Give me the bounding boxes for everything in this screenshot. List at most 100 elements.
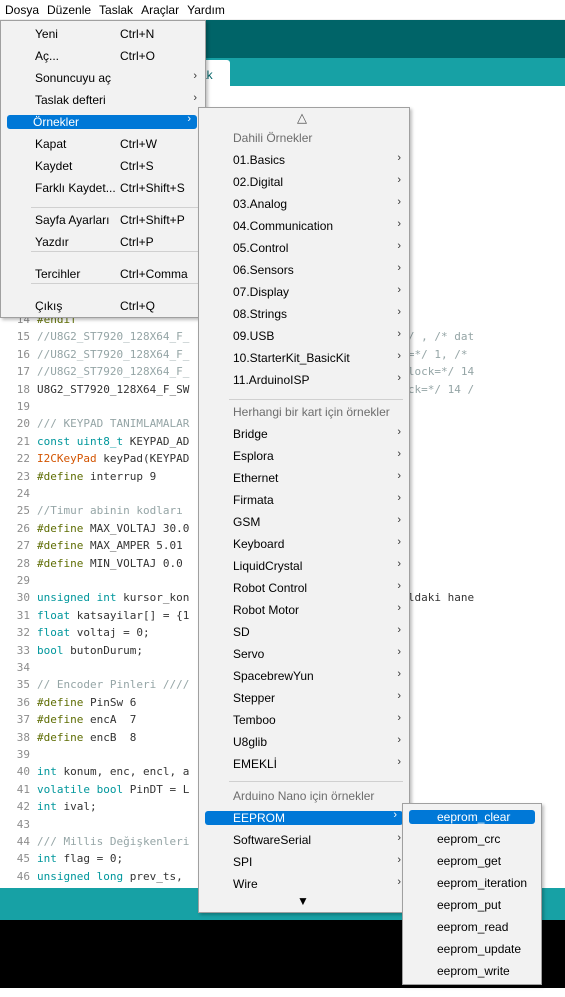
examples-item-u8glib[interactable]: U8glib › [201, 731, 407, 753]
file-menu-item-sonuncuyu-ac[interactable]: Sonuncuyu aç› [3, 67, 203, 89]
examples-item-emekli[interactable]: EMEKLİ› [201, 753, 407, 775]
chevron-right-icon: › [397, 580, 401, 592]
examples-item-10-starterkit-basickit[interactable]: 10.StarterKit_BasicKit› [201, 347, 407, 369]
line-number: 20 [16, 417, 30, 431]
line-number: 35 [16, 678, 30, 692]
examples-item-06-sensors[interactable]: 06.Sensors› [201, 259, 407, 281]
eeprom-item-eeprom-update[interactable]: eeprom_update [409, 938, 535, 960]
examples-item-liquidcrystal[interactable]: LiquidCrystal› [201, 555, 407, 577]
code-token: #define [37, 695, 84, 709]
examples-item-ethernet[interactable]: Ethernet› [201, 467, 407, 489]
menu-dosya[interactable]: Dosya [5, 2, 40, 17]
code-token: prev_ts, [123, 869, 183, 883]
examples-item-servo[interactable]: Servo› [201, 643, 407, 665]
scroll-down-icon[interactable]: ▼ [297, 894, 309, 908]
examples-item-label: EEPROM [233, 811, 286, 825]
examples-item-bridge[interactable]: Bridge› [201, 423, 407, 445]
scroll-up-icon[interactable]: △ [297, 110, 307, 125]
code-token: const uint8_t [37, 434, 124, 448]
eeprom-item-eeprom-clear[interactable]: eeprom_clear [409, 810, 535, 824]
line-number: 30 [16, 591, 30, 605]
eeprom-item-eeprom-get[interactable]: eeprom_get [409, 850, 535, 872]
code-token: volatile bool [37, 782, 124, 796]
examples-item-label: Servo [233, 647, 265, 661]
menu-yardim[interactable]: Yardım [187, 2, 225, 17]
line-number: 15 [16, 330, 30, 344]
examples-item-label: U8glib [233, 735, 268, 749]
file-menu-item-label: Taslak defteri [35, 93, 106, 107]
file-menu-item-taslak-defteri[interactable]: Taslak defteri› [3, 89, 203, 111]
examples-item-08-strings[interactable]: 08.Strings› [201, 303, 407, 325]
examples-item-robot-motor[interactable]: Robot Motor› [201, 599, 407, 621]
menu-araclar[interactable]: Araçlar [141, 2, 180, 17]
line-number: 46 [16, 869, 30, 883]
code-token: katsayilar[] = {1 [70, 608, 190, 622]
eeprom-item-label: eeprom_update [437, 942, 522, 956]
chevron-right-icon: › [397, 756, 401, 768]
examples-item-eeprom[interactable]: EEPROM› [205, 809, 403, 825]
file-menu-item-shortcut: Ctrl+Shift+P [120, 213, 185, 227]
examples-item-keyboard[interactable]: Keyboard› [201, 533, 407, 555]
chevron-right-icon: › [397, 262, 401, 274]
code-text: //Timur abinin kodları [37, 502, 183, 519]
examples-item-07-display[interactable]: 07.Display› [201, 281, 407, 303]
code-text: float katsayilar[] = {1 [37, 607, 189, 624]
file-menu-item-ac[interactable]: Aç...Ctrl+O [3, 45, 203, 67]
eeprom-submenu: eeprom_clear eeprom_crc eeprom_get eeprom_i… [402, 803, 542, 985]
examples-item-firmata[interactable]: Firmata› [201, 489, 407, 511]
file-menu-item-ornekler[interactable]: Örnekler› [7, 113, 197, 129]
line-number: 21 [16, 434, 30, 448]
code-token: MAX_VOLTAJ 30.0 [83, 521, 190, 535]
examples-item-gsm[interactable]: GSM› [201, 511, 407, 533]
eeprom-item-eeprom-crc[interactable]: eeprom_crc [409, 828, 535, 850]
examples-item-robot-control[interactable]: Robot Control › [201, 577, 407, 599]
eeprom-item-eeprom-read[interactable]: eeprom_read [409, 916, 535, 938]
examples-item-03-analog[interactable]: 03.Analog› [201, 193, 407, 215]
file-menu-item-farkl-kaydet[interactable]: Farklı Kaydet...Ctrl+Shift+S [3, 177, 203, 199]
examples-section-header: Arduino Nano için örnekler [233, 789, 375, 803]
examples-item-09-usb[interactable]: 09.USB› [201, 325, 407, 347]
examples-item-temboo[interactable]: Temboo› [201, 709, 407, 731]
eeprom-item-label: eeprom_get [437, 854, 502, 868]
line-number: 47 [0, 885, 30, 888]
examples-item-label: Robot Control [233, 581, 308, 595]
code-token: //Timur abinin kodları [37, 504, 183, 518]
chevron-right-icon: › [397, 536, 401, 548]
examples-item-05-control[interactable]: 05.Control› [201, 237, 407, 259]
examples-item-wire[interactable]: Wire› [201, 873, 407, 895]
eeprom-item-eeprom-iteration[interactable]: eeprom_iteration [409, 872, 535, 894]
examples-item-11-arduinoisp[interactable]: 11.ArduinoISP› [201, 369, 407, 391]
examples-item-softwareserial[interactable]: SoftwareSerial› [201, 829, 407, 851]
code-text: #define MAX_VOLTAJ 30.0 [37, 520, 189, 537]
menu-taslak[interactable]: Taslak [99, 2, 134, 17]
examples-item-label: 09.USB [233, 329, 275, 343]
examples-item-esplora[interactable]: Esplora› [201, 445, 407, 467]
examples-item-label: 03.Analog [233, 197, 288, 211]
chevron-right-icon: › [397, 218, 401, 230]
file-menu-item-label: Kaydet [35, 159, 73, 173]
eeprom-item-eeprom-write[interactable]: eeprom_write [409, 960, 535, 982]
menu-duzenle[interactable]: Düzenle [47, 2, 92, 17]
file-menu-item-label: Tercihler [35, 267, 81, 281]
examples-item-02-digital[interactable]: 02.Digital› [201, 171, 407, 193]
examples-item-01-basics[interactable]: 01.Basics› [201, 149, 407, 171]
examples-item-stepper[interactable]: Stepper› [201, 687, 407, 709]
examples-item-label: SpacebrewYun [233, 669, 314, 683]
chevron-right-icon: › [397, 448, 401, 460]
code-token: konum, enc, encl, a [56, 765, 190, 779]
examples-item-04-communication[interactable]: 04.Communication› [201, 215, 407, 237]
chevron-right-icon: › [397, 734, 401, 746]
examples-item-spacebrewyun[interactable]: SpacebrewYun› [201, 665, 407, 687]
examples-item-sd[interactable]: SD› [201, 621, 407, 643]
examples-item-spi[interactable]: SPI› [201, 851, 407, 873]
code-token: PinDT = L [123, 782, 190, 796]
code-token: bool [37, 643, 64, 657]
eeprom-item-eeprom-put[interactable]: eeprom_put [409, 894, 535, 916]
